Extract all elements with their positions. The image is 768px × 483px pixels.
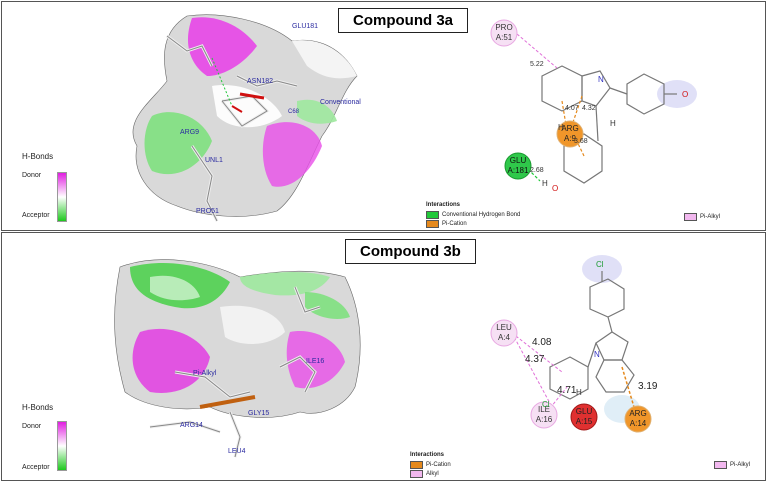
residue-arg9-chain: A:9 (564, 134, 577, 143)
hbonds-gradient-bar-a (57, 172, 67, 222)
residue-leu4-chain: A:4 (498, 333, 511, 342)
legend-swatch-alkyl (410, 470, 423, 478)
hbonds-title-b: H-Bonds (22, 403, 54, 412)
residue-pro51-2d (490, 19, 518, 47)
distance-4-07: 4.07 (565, 105, 579, 112)
atom-h3-3a: H (542, 179, 548, 188)
residue-arg14-chain: A:14 (630, 419, 647, 428)
legend-label-pi-cation-a: Pi-Cation (442, 221, 467, 227)
atom-o2-3a: O (552, 184, 558, 193)
residue-label-arg9: ARG9 (180, 129, 199, 136)
legend-heading-a: Interactions (426, 202, 461, 208)
distance-3-68: 3.68 (574, 138, 588, 145)
distance-5-22: 5.22 (530, 61, 544, 68)
hbonds-gradient-bar-b (57, 421, 67, 471)
residue-arg14-2d (624, 405, 652, 433)
residue-label-ile16: ILE16 (306, 358, 324, 365)
compound-3a-title: Compound 3a (338, 8, 468, 33)
docking-3d-view-3b: ARG14 GLY15 LEU4 ILE16 Pi-Alkyl (114, 259, 361, 458)
residue-label-asn182: ASN182 (247, 78, 273, 85)
residue-label-glu181: GLU181 (292, 23, 318, 30)
legend-label-alkyl: Alkyl (426, 471, 439, 477)
atom-n-3b: N (594, 350, 600, 359)
residue-leu4-name: LEU (496, 323, 512, 332)
legend-label-pi-cation-b: Pi-Cation (426, 462, 451, 468)
legend-swatch-hbond (426, 211, 439, 219)
residue-ile16-name: ILE (538, 405, 550, 414)
distance-4-08: 4.08 (532, 337, 552, 348)
hbonds-acceptor-a: Acceptor (22, 212, 50, 219)
legend-item-alkyl: Alkyl (410, 470, 439, 478)
residue-label-gly15: GLY15 (248, 410, 269, 417)
interaction-2d-diagram-3b: LEU A:4 ILE A:16 GLU A:15 ARG A:14 4.08 … (490, 255, 658, 433)
legend-swatch-pi-alkyl-a (684, 213, 697, 221)
residue-glu181-name: GLU (510, 156, 527, 165)
residue-arg9-name: ARG (561, 124, 578, 133)
residue-glu181-2d (504, 152, 532, 180)
panel-compound-3a: Compound 3a GLU181 ASN182 ARG9 UNL1 PRO5… (1, 1, 766, 231)
atom-cl-top: Cl (596, 260, 604, 269)
residue-arg14-name: ARG (629, 409, 646, 418)
legend-swatch-pi-alkyl-b (714, 461, 727, 469)
atom-h-3b: H (576, 388, 582, 397)
legend-item-pi-alkyl-a: Pi-Alkyl (684, 213, 720, 221)
interaction-label-conventional: Conventional (320, 99, 361, 106)
atom-label-c68: C68 (288, 109, 300, 115)
residue-label-arg14: ARG14 (180, 422, 203, 429)
interaction-label-pi-alkyl-3d: Pi-Alkyl (193, 370, 217, 377)
legend-item-pi-alkyl-b: Pi-Alkyl (714, 461, 750, 469)
legend-swatch-pi-cation-b (410, 461, 423, 469)
residue-leu4-2d (490, 319, 518, 347)
distance-3-19: 3.19 (638, 381, 658, 392)
legend-swatch-pi-cation-a (426, 220, 439, 228)
residue-glu181-chain: A:181 (508, 166, 529, 175)
legend-item-hbond: Conventional Hydrogen Bond (426, 211, 520, 219)
compound-3b-title: Compound 3b (345, 239, 476, 264)
residue-ile16-2d (530, 401, 558, 429)
residue-ile16-chain: A:16 (536, 415, 553, 424)
legend-label-pi-alkyl-b: Pi-Alkyl (730, 462, 751, 468)
hbonds-title-a: H-Bonds (22, 152, 54, 161)
atom-h1-3a: H (558, 123, 564, 132)
residue-label-pro51: PRO51 (196, 208, 219, 215)
residue-glu15-name: GLU (576, 407, 593, 416)
hbonds-donor-b: Donor (22, 423, 42, 430)
atom-cl-bottom: Cl (542, 400, 550, 409)
legend-item-pi-cation-a: Pi-Cation (426, 220, 467, 228)
legend-item-pi-cation-b: Pi-Cation (410, 461, 451, 469)
residue-glu15-2d (570, 403, 598, 431)
legend-label-pi-alkyl-a: Pi-Alkyl (700, 214, 721, 220)
residue-glu15-chain: A:15 (576, 417, 593, 426)
residue-arg9-2d (556, 120, 584, 148)
docking-3d-view-3a: GLU181 ASN182 ARG9 UNL1 PRO51 Convention… (132, 14, 361, 222)
distance-4-32: 4.32 (582, 105, 596, 112)
residue-pro51-chain: A:51 (496, 33, 513, 42)
distance-4-71: 4.71 (557, 385, 577, 396)
interaction-2d-diagram-3a: PRO A:51 ARG A:9 GLU A:181 5.22 4.07 4.3… (490, 19, 697, 193)
distance-2-68: 2.68 (530, 167, 544, 174)
panel-compound-3b: Compound 3b ARG14 GLY15 LEU4 ILE16 Pi- (1, 232, 766, 481)
hbonds-acceptor-b: Acceptor (22, 464, 50, 471)
distance-4-37: 4.37 (525, 354, 545, 365)
residue-label-unl1: UNL1 (205, 157, 223, 164)
legend-label-hbond: Conventional Hydrogen Bond (442, 212, 521, 218)
atom-o1-3a: O (682, 90, 688, 99)
residue-pro51-name: PRO (495, 23, 512, 32)
residue-label-leu4: LEU4 (228, 448, 246, 455)
hbonds-donor-a: Donor (22, 172, 42, 179)
atom-n-3a: N (598, 75, 604, 84)
atom-h2-3a: H (610, 119, 616, 128)
legend-heading-b: Interactions (410, 452, 445, 458)
